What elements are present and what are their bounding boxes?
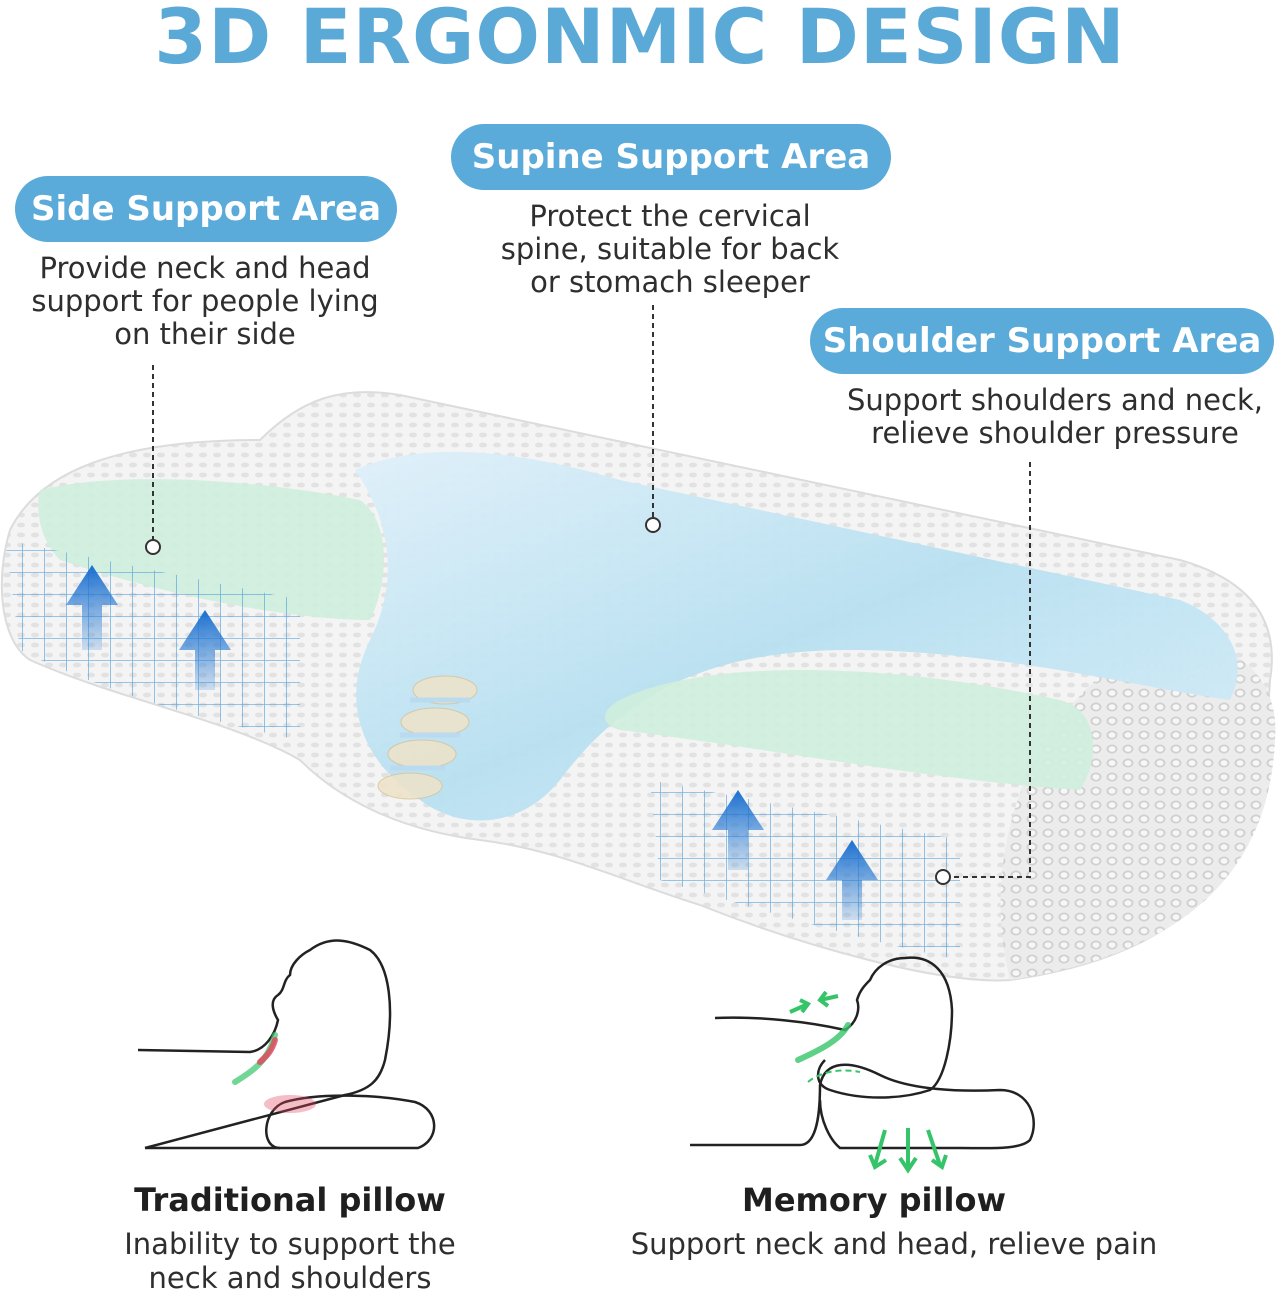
supine-support-line: spine, suitable for back	[500, 232, 840, 266]
shoulder-support-line: Support shoulders and neck,	[847, 383, 1263, 417]
shoulder-support-description: Support shoulders and neck, relieve shou…	[830, 384, 1280, 450]
shoulder-support-label: Shoulder Support Area	[810, 308, 1274, 374]
side-support-label: Side Support Area	[15, 176, 397, 242]
traditional-pillow-line: neck and shoulders	[148, 1261, 432, 1295]
page-title: 3D ERGONMIC DESIGN	[154, 0, 1126, 81]
up-arrow-icon	[66, 565, 118, 650]
up-arrow-icon	[712, 790, 764, 870]
shoulder-support-zone	[605, 670, 1094, 790]
up-arrow-icon	[179, 610, 231, 690]
spine-icon	[377, 675, 478, 800]
supine-support-line: or stomach sleeper	[530, 265, 810, 299]
traditional-pillow-diagram	[137, 939, 436, 1150]
supine-gel-zone	[355, 451, 1238, 821]
memory-pillow-diagram	[690, 956, 1035, 1150]
side-support-zone	[38, 479, 384, 620]
memory-pillow-line: Support neck and head, relieve pain	[630, 1227, 1158, 1261]
traditional-pillow-title: Traditional pillow	[134, 1181, 446, 1219]
up-arrow-icon	[826, 840, 878, 920]
side-support-description: Provide neck and head support for people…	[10, 252, 400, 351]
supine-support-description: Protect the cervical spine, suitable for…	[470, 200, 870, 299]
memory-pillow-description: Support neck and head, relieve pain	[604, 1227, 1184, 1261]
memory-pillow-title: Memory pillow	[741, 1181, 1006, 1219]
traditional-pillow-line: Inability to support the	[124, 1227, 456, 1261]
supine-support-line: Protect the cervical	[529, 199, 811, 233]
supine-support-label: Supine Support Area	[451, 124, 891, 190]
side-support-line: support for people lying	[31, 284, 379, 318]
traditional-pillow-description: Inability to support the neck and should…	[90, 1227, 490, 1295]
side-support-line: Provide neck and head	[39, 251, 371, 285]
shoulder-support-line: relieve shoulder pressure	[871, 416, 1239, 450]
side-support-line: on their side	[114, 317, 296, 351]
